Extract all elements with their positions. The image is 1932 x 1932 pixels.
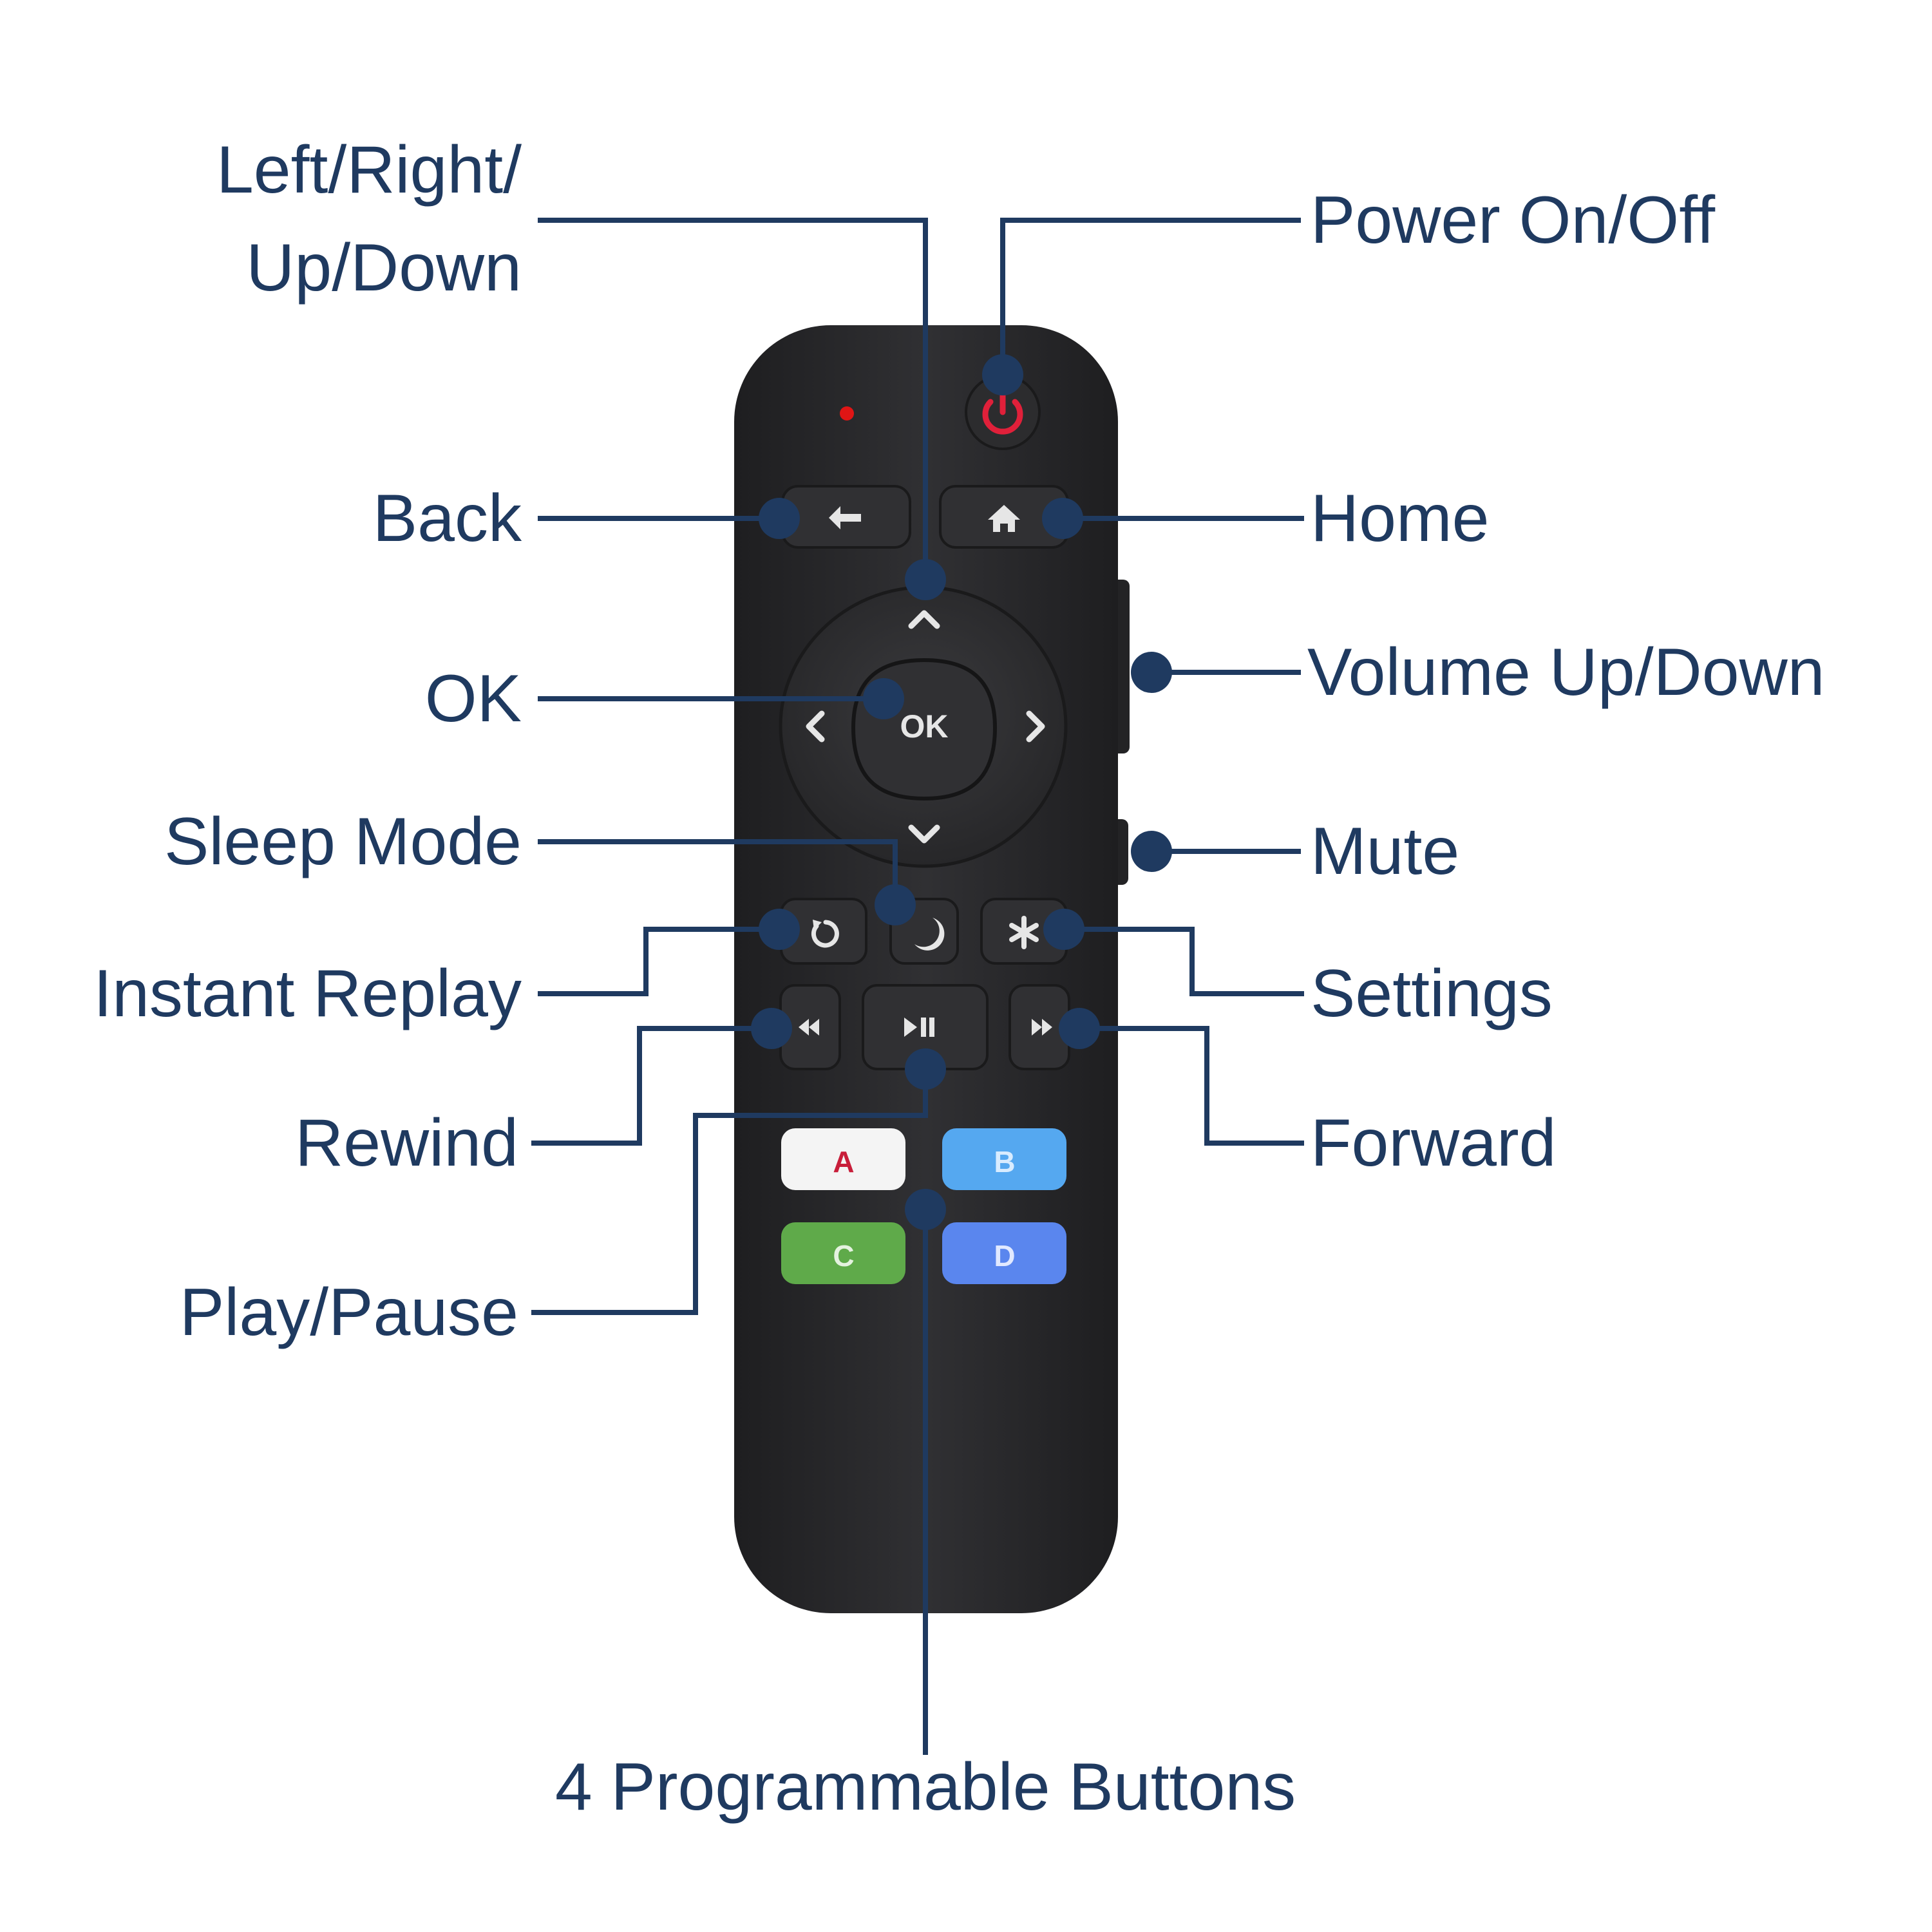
rewind-icon bbox=[799, 1019, 819, 1036]
label-play-pause: Play/Pause bbox=[179, 1275, 518, 1350]
programmable-button-a[interactable]: A bbox=[781, 1128, 905, 1190]
dot-play-pause bbox=[905, 1048, 946, 1090]
dot-sleep bbox=[875, 884, 916, 925]
home-icon bbox=[988, 505, 1020, 532]
play-pause-icon bbox=[904, 1018, 934, 1037]
label-mute: Mute bbox=[1311, 814, 1460, 889]
power-button[interactable] bbox=[965, 374, 1041, 450]
dot-power bbox=[982, 354, 1023, 395]
asterisk-icon bbox=[1009, 916, 1039, 949]
label-replay: Instant Replay bbox=[93, 956, 522, 1031]
label-programmable: 4 Programmable Buttons bbox=[554, 1750, 1296, 1824]
programmable-button-b[interactable]: B bbox=[942, 1128, 1066, 1190]
label-volume: Volume Up/Down bbox=[1307, 635, 1825, 710]
dot-ok bbox=[863, 678, 904, 719]
moon-icon bbox=[914, 918, 945, 951]
leader-replay bbox=[538, 927, 779, 996]
back-button[interactable] bbox=[781, 485, 911, 549]
leader-forward bbox=[1079, 1026, 1304, 1146]
key-d-label: D bbox=[994, 1239, 1015, 1273]
indicator-led bbox=[840, 406, 854, 421]
label-settings: Settings bbox=[1311, 956, 1553, 1031]
dot-nav bbox=[905, 559, 946, 600]
label-ok: OK bbox=[424, 661, 522, 736]
label-back: Back bbox=[372, 481, 522, 556]
leader-rewind bbox=[531, 1026, 772, 1146]
chevron-up-icon[interactable] bbox=[908, 610, 940, 629]
instant-replay-button[interactable] bbox=[780, 898, 867, 965]
instant-replay-icon bbox=[811, 920, 839, 948]
chevron-down-icon[interactable] bbox=[908, 824, 940, 844]
dot-replay bbox=[759, 909, 800, 950]
label-nav-line2: Up/Down bbox=[246, 231, 522, 305]
leader-play-pause bbox=[531, 1069, 928, 1315]
leader-sleep bbox=[538, 839, 898, 905]
label-sleep: Sleep Mode bbox=[164, 804, 522, 879]
dot-home bbox=[1042, 498, 1083, 539]
key-b-label: B bbox=[994, 1145, 1015, 1179]
label-forward: Forward bbox=[1311, 1106, 1557, 1180]
dot-volume bbox=[1131, 652, 1172, 693]
fast-forward-icon bbox=[1032, 1019, 1052, 1036]
programmable-button-d[interactable]: D bbox=[942, 1222, 1066, 1284]
dot-rewind bbox=[751, 1008, 792, 1049]
dot-settings bbox=[1043, 909, 1084, 950]
leader-nav bbox=[538, 218, 928, 580]
dot-mute bbox=[1131, 831, 1172, 872]
leader-lines bbox=[531, 218, 1304, 1755]
programmable-button-c[interactable]: C bbox=[781, 1222, 905, 1284]
key-c-label: C bbox=[833, 1239, 854, 1273]
rewind-button[interactable] bbox=[779, 984, 841, 1070]
back-arrow-icon bbox=[829, 506, 861, 529]
chevron-right-icon[interactable] bbox=[1026, 710, 1045, 743]
leader-power bbox=[1000, 218, 1301, 375]
dot-forward bbox=[1059, 1008, 1100, 1049]
key-a-label: A bbox=[833, 1145, 854, 1179]
label-rewind: Rewind bbox=[295, 1106, 518, 1180]
leader-dots bbox=[751, 354, 1172, 1230]
dot-programmable bbox=[905, 1189, 946, 1230]
dot-back bbox=[759, 498, 800, 539]
settings-button[interactable] bbox=[980, 898, 1068, 965]
leader-settings bbox=[1064, 927, 1304, 996]
ok-key-label: OK bbox=[900, 708, 949, 744]
label-nav-line1: Left/Right/ bbox=[216, 133, 522, 207]
label-power: Power On/Off bbox=[1311, 183, 1716, 258]
label-home: Home bbox=[1311, 481, 1490, 556]
chevron-left-icon[interactable] bbox=[806, 710, 825, 743]
